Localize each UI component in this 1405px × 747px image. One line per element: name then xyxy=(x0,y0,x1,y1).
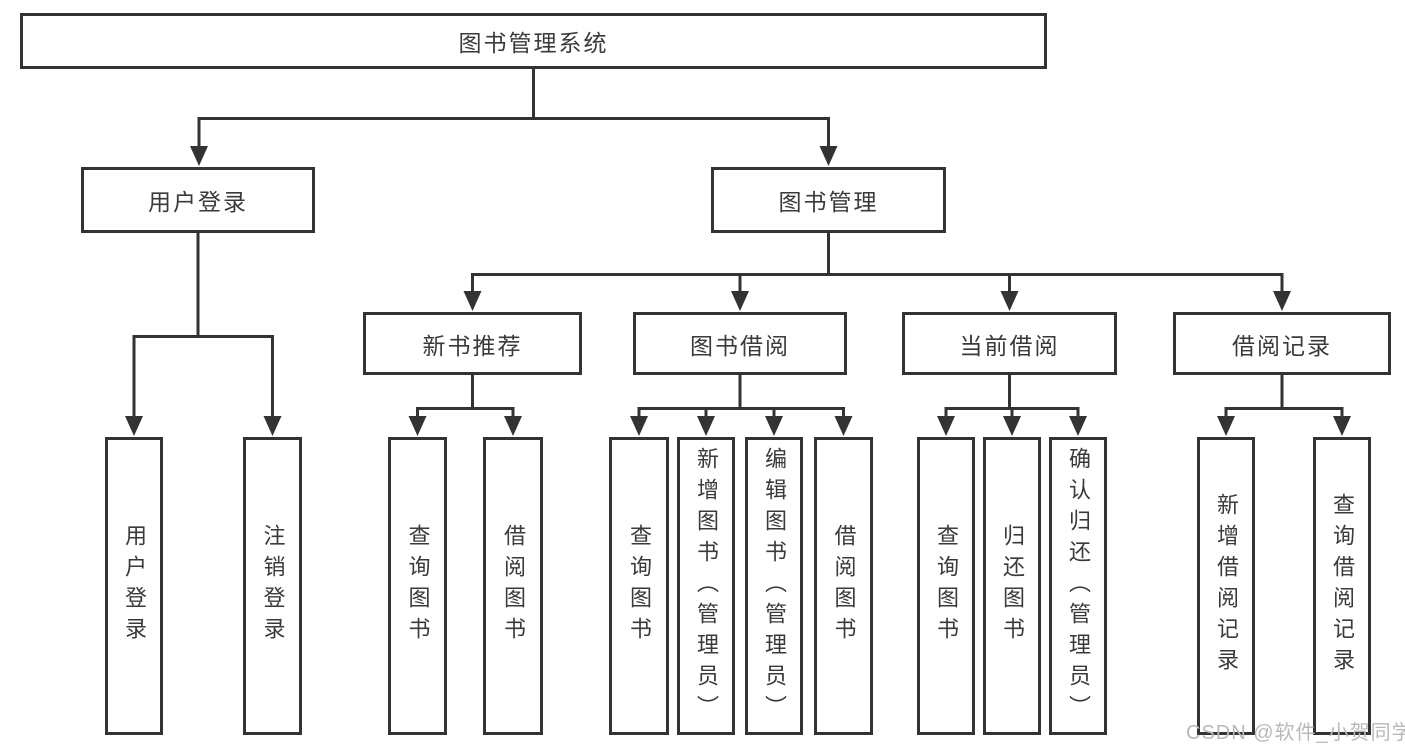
connector-borrow-records-group xyxy=(1217,375,1351,436)
node-label: 确认归还（管理员） xyxy=(1066,446,1091,726)
node-leaf-logout: 注销登录 xyxy=(243,437,302,735)
connector-current-borrow-group xyxy=(937,375,1087,436)
node-leaf-query-borrow-record: 查询借阅记录 xyxy=(1313,437,1371,735)
node-user-login: 用户登录 xyxy=(81,167,315,233)
node-label: 查询图书 xyxy=(627,524,652,648)
connector-book-borrow-group xyxy=(630,375,853,436)
node-leaf-query-books-1: 查询图书 xyxy=(388,437,447,735)
arrowhead-icon xyxy=(819,146,838,166)
node-label: 新增图书（管理员） xyxy=(694,446,719,726)
node-label: 新增借阅记录 xyxy=(1214,493,1239,679)
csdn-watermark: CSDN @软件_小贺同学 xyxy=(1186,722,1405,744)
node-label: 查询图书 xyxy=(405,524,431,648)
arrowhead-icon xyxy=(630,416,648,436)
connector-user-login-group xyxy=(125,233,282,436)
connector-new-book-group xyxy=(408,375,522,436)
node-leaf-return-books: 归还图书 xyxy=(983,437,1041,735)
arrowhead-icon xyxy=(463,291,482,311)
connector-root-to-level2 xyxy=(190,69,838,166)
arrowhead-icon xyxy=(1000,291,1019,311)
node-label: 查询图书 xyxy=(934,524,959,648)
node-leaf-borrow-books-2: 借阅图书 xyxy=(814,437,873,735)
node-label: 用户登录 xyxy=(122,524,147,648)
arrowhead-icon xyxy=(1003,416,1021,436)
node-borrow-records: 借阅记录 xyxy=(1173,312,1391,375)
node-leaf-borrow-books-1: 借阅图书 xyxy=(483,437,543,735)
node-label: 借阅图书 xyxy=(501,524,526,648)
node-leaf-query-books-3: 查询图书 xyxy=(917,437,975,735)
arrowhead-icon xyxy=(834,416,853,436)
node-leaf-query-books-2: 查询图书 xyxy=(609,437,669,735)
arrowhead-icon xyxy=(1069,416,1087,436)
arrowhead-icon xyxy=(263,416,282,436)
node-leaf-confirm-return-admin: 确认归还（管理员） xyxy=(1049,437,1107,735)
node-label: 注销登录 xyxy=(260,524,286,648)
arrowhead-icon xyxy=(190,146,208,166)
arrowhead-icon xyxy=(504,416,522,436)
node-label: 查询借阅记录 xyxy=(1330,493,1355,679)
node-label: 编辑图书（管理员） xyxy=(762,446,787,726)
node-new-book-recommend: 新书推荐 xyxy=(363,312,582,375)
arrowhead-icon xyxy=(731,291,749,311)
arrowhead-icon xyxy=(765,416,783,436)
arrowhead-icon xyxy=(697,416,715,436)
node-label: 归还图书 xyxy=(1000,524,1025,648)
arrowhead-icon xyxy=(937,416,955,436)
arrowhead-icon xyxy=(408,416,427,436)
arrowhead-icon xyxy=(125,416,143,436)
node-label: 借阅图书 xyxy=(831,524,857,648)
node-leaf-edit-books-admin: 编辑图书（管理员） xyxy=(745,437,803,735)
arrowhead-icon xyxy=(1217,416,1235,436)
arrowhead-icon xyxy=(1273,291,1291,311)
node-leaf-user-login: 用户登录 xyxy=(105,437,163,735)
node-book-borrow: 图书借阅 xyxy=(633,312,847,375)
node-book-management: 图书管理 xyxy=(711,167,946,233)
node-root: 图书管理系统 xyxy=(20,13,1047,69)
node-leaf-add-books-admin: 新增图书（管理员） xyxy=(677,437,735,735)
node-leaf-add-borrow-record: 新增借阅记录 xyxy=(1197,437,1255,735)
node-current-borrow: 当前借阅 xyxy=(902,312,1117,375)
connector-book-management-to-level3 xyxy=(463,233,1291,311)
arrowhead-icon xyxy=(1333,416,1351,436)
